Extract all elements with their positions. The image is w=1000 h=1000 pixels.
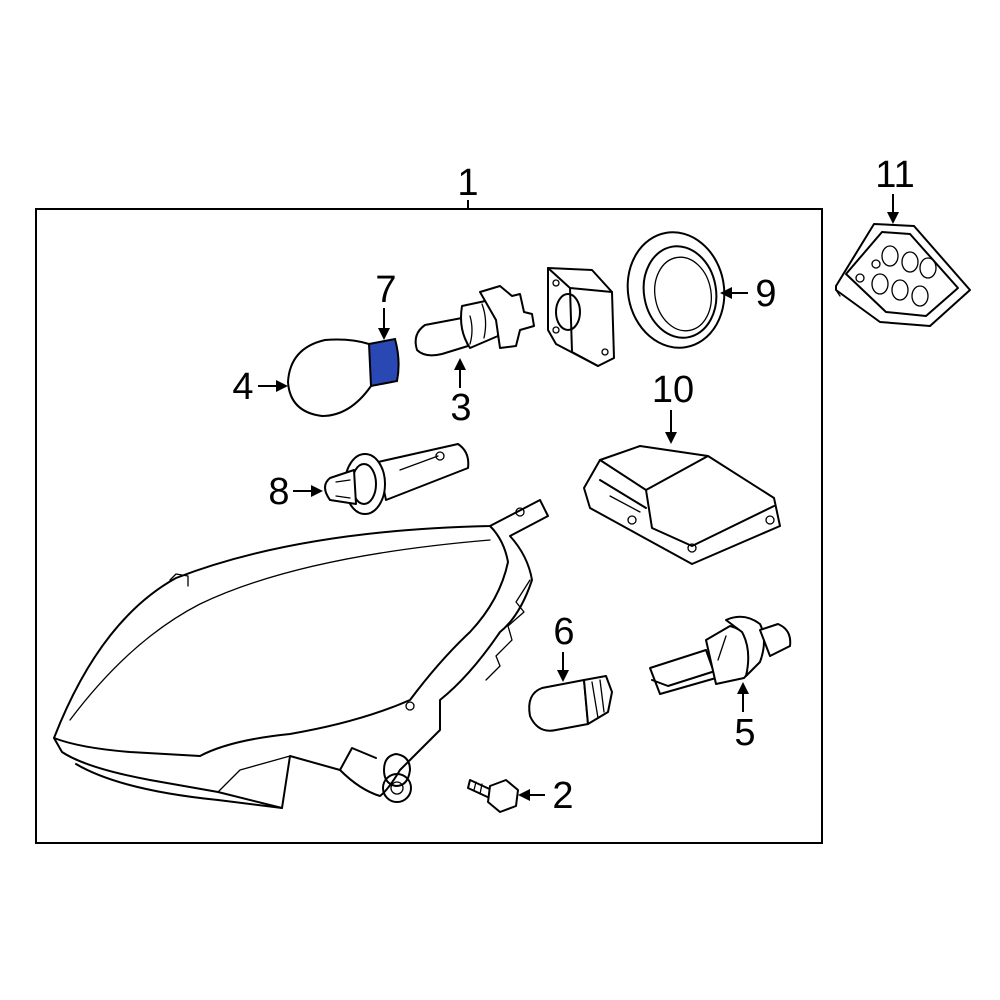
part-3-bulb[interactable] <box>414 285 535 357</box>
callout-8: 8 <box>268 471 289 513</box>
callout-8-arrowhead <box>311 485 323 497</box>
part-10-control-module[interactable] <box>583 445 781 565</box>
assembly-frame <box>35 208 823 844</box>
callout-11: 11 <box>875 154 914 196</box>
callout-4-arrowhead <box>276 380 288 392</box>
callout-4: 4 <box>232 366 253 408</box>
part-11-connector[interactable] <box>835 223 971 327</box>
callout-6: 6 <box>553 611 574 653</box>
callout-2-arrowhead <box>518 789 530 801</box>
part-9-seal[interactable] <box>619 225 734 356</box>
callout-3-arrowhead <box>454 358 466 370</box>
callout-9: 9 <box>755 273 776 315</box>
callout-6-arrowhead <box>557 670 569 682</box>
callout-5: 5 <box>734 712 755 754</box>
callout-10-arrowhead <box>665 432 677 444</box>
callout-9-arrowhead <box>720 287 732 299</box>
part-5-bulb[interactable] <box>649 615 792 695</box>
callout-7: 7 <box>375 269 396 311</box>
part-1-headlamp-housing[interactable] <box>53 499 549 809</box>
part-4-bulb[interactable] <box>287 338 372 417</box>
callout-1: 1 <box>457 162 478 204</box>
callout-7-arrowhead <box>378 328 390 340</box>
bulb-adapter[interactable] <box>547 267 615 367</box>
part-2-bolt[interactable] <box>467 779 519 813</box>
part-8-bulb-holder[interactable] <box>324 443 470 515</box>
callout-11-arrowhead <box>887 212 899 224</box>
part-7-bulb-base[interactable] <box>366 337 400 388</box>
part-6-wedge-bulb[interactable] <box>528 675 613 732</box>
callout-5-arrowhead <box>737 682 749 694</box>
callout-3: 3 <box>450 387 471 429</box>
callout-10: 10 <box>652 369 694 411</box>
callout-2: 2 <box>552 775 573 817</box>
